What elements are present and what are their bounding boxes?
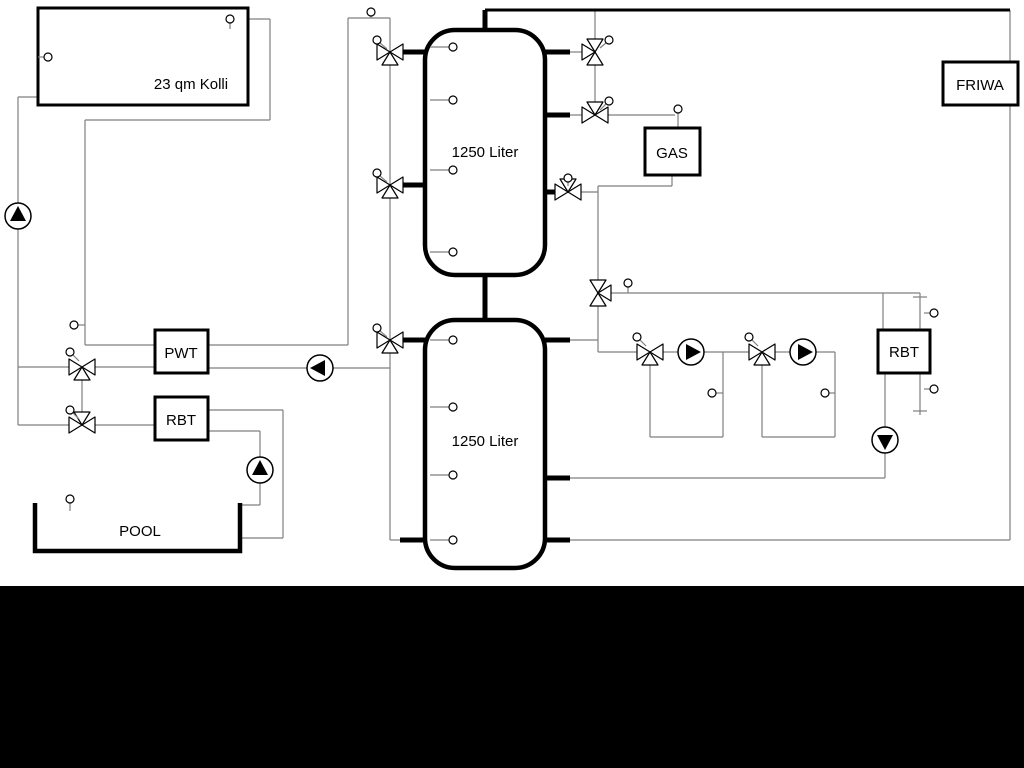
pool-label: POOL	[119, 523, 161, 540]
pump-icon	[789, 338, 817, 366]
letterbox	[0, 586, 1024, 768]
actuator-stem	[72, 354, 80, 362]
pump-icon	[306, 354, 334, 382]
buffer-tank-lower	[422, 317, 548, 571]
actuator-stem	[379, 42, 388, 50]
actuator-stem	[599, 42, 607, 49]
valve-actuator-icon	[604, 96, 614, 106]
temperature-sensor-icon	[43, 52, 53, 62]
temperature-sensor-icon	[929, 308, 939, 318]
rbt-pool-box	[153, 395, 210, 442]
temperature-sensor-icon	[929, 384, 939, 394]
temperature-sensor-icon	[65, 494, 75, 504]
actuator-stem	[639, 339, 647, 347]
valve-actuator-icon	[744, 332, 754, 342]
tank-lower-label: 1250 Liter	[452, 433, 519, 450]
temperature-sensor-icon	[673, 104, 683, 114]
pump-icon	[4, 202, 32, 230]
temperature-sensor-icon	[448, 470, 458, 480]
temperature-sensor-icon	[448, 335, 458, 345]
valve-actuator-icon	[604, 35, 614, 45]
friwa-label: FRIWA	[956, 77, 1004, 94]
collector-label: 23 qm Kolli	[154, 76, 228, 93]
valve-actuator-icon	[372, 35, 382, 45]
main-pipes	[482, 8, 1010, 320]
pump-icon	[871, 426, 899, 454]
temperature-sensor-icon	[820, 388, 830, 398]
valve-actuator-icon	[563, 173, 573, 183]
tank-stubs	[400, 49, 570, 543]
buffer-tank-upper	[422, 27, 548, 278]
gas-label: GAS	[656, 145, 688, 162]
temperature-sensor-icon	[448, 95, 458, 105]
valve-actuator-icon	[65, 405, 75, 415]
rbt-right-label: RBT	[889, 344, 919, 361]
friwa-box	[941, 60, 1020, 107]
rbt-pool-label: RBT	[166, 412, 196, 429]
pwt-box	[153, 328, 210, 375]
temperature-sensor-icon	[448, 165, 458, 175]
actuator-stem	[379, 330, 388, 338]
pump-icon	[677, 338, 705, 366]
tank-upper-label: 1250 Liter	[452, 144, 519, 161]
actuator-stem	[379, 175, 388, 183]
valve-actuator-icon	[372, 168, 382, 178]
actuator-stem	[72, 412, 80, 420]
pool-basin	[32, 503, 243, 554]
actuator-stem	[599, 103, 607, 111]
gas-boiler-box	[643, 126, 702, 177]
actuator-stem	[751, 339, 759, 347]
temperature-sensor-icon	[448, 42, 458, 52]
temperature-sensor-icon	[707, 388, 717, 398]
temperature-sensor-icon	[366, 7, 376, 17]
valve-actuator-icon	[632, 332, 642, 342]
temperature-sensor-icon	[225, 14, 235, 24]
temperature-sensor-icon	[448, 247, 458, 257]
temperature-sensor-icon	[69, 320, 79, 330]
temperature-sensor-icon	[623, 278, 633, 288]
sensors	[38, 7, 939, 545]
pump-icon	[246, 456, 274, 484]
temperature-sensor-icon	[448, 535, 458, 545]
temperature-sensor-icon	[448, 402, 458, 412]
pwt-label: PWT	[164, 345, 197, 362]
rbt-right-box	[876, 328, 932, 375]
valve-actuator-icon	[372, 323, 382, 333]
valve-actuator-icon	[65, 347, 75, 357]
labels: 23 qm Kolli 1250 Liter 1250 Liter GAS PW…	[119, 76, 1004, 540]
